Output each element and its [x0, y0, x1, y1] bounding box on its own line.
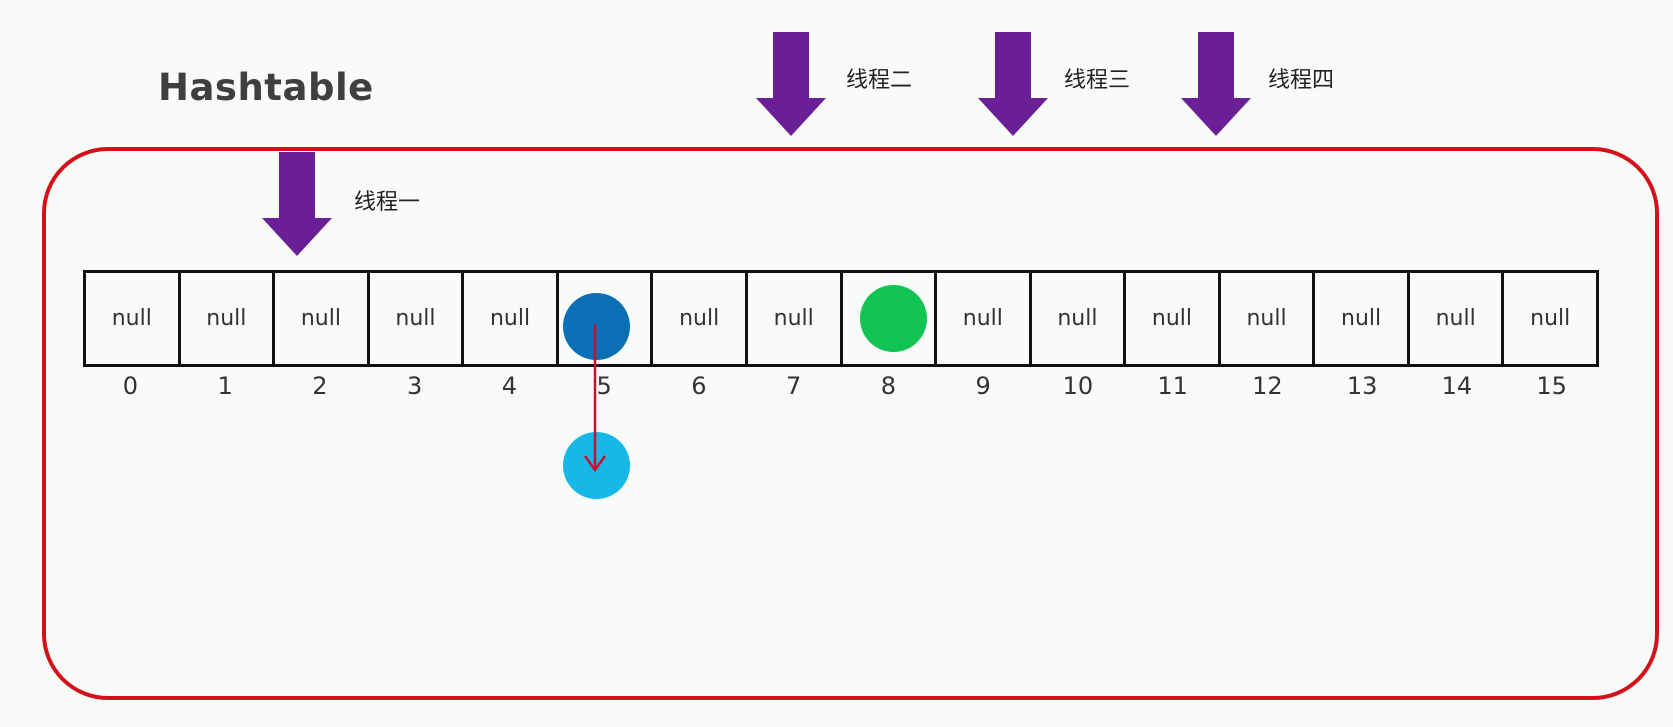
node-index-5: [563, 293, 630, 360]
bucket-value: null: [773, 306, 814, 331]
bucket-index: 5: [596, 372, 612, 400]
bucket-array: null null null null null null null null …: [83, 270, 1599, 367]
bucket-value: null: [1530, 306, 1571, 331]
bucket-index: 11: [1157, 372, 1188, 400]
bucket-value: null: [1341, 306, 1382, 331]
bucket-cell: null: [272, 273, 367, 364]
hashtable-container: [42, 147, 1659, 700]
bucket-value: null: [489, 306, 531, 331]
thread-1-label: 线程一: [354, 190, 421, 215]
bucket-cell: null: [650, 273, 745, 364]
bucket-cell: null: [1123, 273, 1218, 364]
bucket-index: 15: [1536, 372, 1567, 400]
thread-2-label: 线程二: [846, 68, 913, 93]
bucket-cell: null: [1028, 273, 1124, 364]
bucket-cell: null: [1406, 273, 1502, 364]
thread-4-label: 线程四: [1268, 68, 1335, 93]
bucket-value: null: [395, 306, 436, 331]
bucket-value: null: [206, 306, 247, 331]
bucket-index: 4: [501, 372, 518, 400]
node-index-8: [860, 285, 927, 352]
bucket-index: 1: [217, 372, 233, 400]
bucket-cell: [839, 273, 935, 364]
bucket-index: 2: [312, 372, 328, 400]
bucket-cell: null: [461, 273, 556, 364]
bucket-cell: null: [1312, 273, 1407, 364]
chained-node-index-5: [563, 432, 630, 499]
bucket-cell: null: [1501, 273, 1596, 364]
bucket-index: 12: [1252, 372, 1283, 400]
thread-1-arrow: [262, 152, 332, 256]
bucket-index: 13: [1346, 372, 1378, 400]
bucket-value: null: [679, 306, 720, 331]
bucket-value: null: [111, 306, 152, 331]
bucket-value: null: [1435, 306, 1476, 331]
bucket-index: 10: [1062, 372, 1094, 400]
bucket-cell: null: [934, 273, 1029, 364]
bucket-value: null: [1246, 306, 1287, 331]
bucket-cell: null: [1217, 273, 1313, 364]
thread-4-arrow: [1181, 32, 1251, 136]
bucket-index: 7: [785, 372, 802, 400]
bucket-index: 6: [691, 372, 707, 400]
index-row: 0 1 2 3 4 5 6 7 8 9 10 11 12 13 14 15: [83, 372, 1599, 400]
bucket-index: 8: [880, 372, 897, 400]
bucket-cell: null: [86, 273, 178, 364]
bucket-cell: [555, 273, 651, 364]
thread-3-arrow: [978, 32, 1048, 136]
bucket-value: null: [300, 306, 341, 331]
bucket-value: null: [962, 306, 1003, 331]
bucket-cell: null: [366, 273, 462, 364]
bucket-index: 3: [406, 372, 423, 400]
bucket-value: null: [1057, 306, 1098, 331]
bucket-value: null: [1151, 306, 1193, 331]
page-title: Hashtable: [158, 66, 374, 109]
chain-arrow: [583, 324, 607, 473]
bucket-index: 9: [975, 372, 991, 400]
bucket-index: 14: [1441, 372, 1473, 400]
bucket-cell: null: [177, 273, 273, 364]
thread-3-label: 线程三: [1064, 68, 1131, 93]
thread-2-arrow: [756, 32, 826, 136]
bucket-cell: null: [744, 273, 840, 364]
bucket-index: 0: [122, 372, 139, 400]
